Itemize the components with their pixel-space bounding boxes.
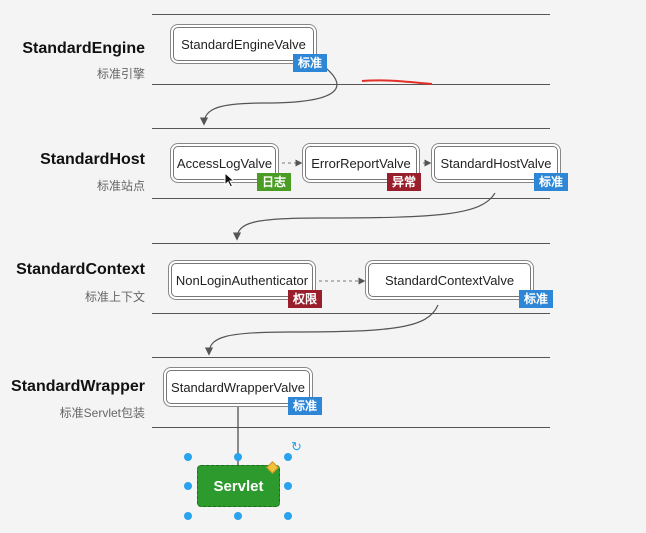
- badge-standard: 标准: [293, 54, 328, 72]
- badge-log: 日志: [257, 173, 292, 191]
- layer-subtitle-engine: 标准引擎: [96, 67, 145, 81]
- layer-subtitle-wrapper: 标准Servlet包装: [59, 406, 145, 420]
- layer-divider: [152, 84, 550, 85]
- layer-title-engine: StandardEngine: [22, 40, 145, 57]
- layer-divider: [152, 243, 550, 244]
- badge-standard: 标准: [519, 290, 554, 308]
- badge-permission: 权限: [288, 290, 323, 308]
- error-report-valve[interactable]: ErrorReportValve: [305, 146, 417, 180]
- badge-standard: 标准: [534, 173, 569, 191]
- resize-handle-ne[interactable]: [284, 453, 292, 461]
- resize-handle-n[interactable]: [234, 453, 242, 461]
- resize-handle-sw[interactable]: [184, 512, 192, 520]
- resize-handle-w[interactable]: [184, 482, 192, 490]
- standard-context-valve[interactable]: StandardContextValve: [368, 263, 531, 297]
- layer-divider: [152, 128, 550, 129]
- non-login-authenticator[interactable]: NonLoginAuthenticator: [171, 263, 313, 297]
- resize-handle-e[interactable]: [284, 482, 292, 490]
- resize-handle-nw[interactable]: [184, 453, 192, 461]
- resize-handle-se[interactable]: [284, 512, 292, 520]
- rotate-icon[interactable]: ↻: [291, 439, 302, 454]
- layer-divider: [152, 14, 550, 15]
- badge-standard: 标准: [288, 397, 323, 415]
- layer-divider: [152, 198, 550, 199]
- badge-error: 异常: [387, 173, 422, 191]
- layer-divider: [152, 357, 550, 358]
- layer-divider: [152, 313, 550, 314]
- layer-divider: [152, 427, 550, 428]
- layer-title-context: StandardContext: [16, 261, 145, 278]
- mouse-cursor-icon: [224, 172, 236, 188]
- standard-wrapper-valve[interactable]: StandardWrapperValve: [166, 370, 310, 404]
- layer-subtitle-host: 标准站点: [96, 179, 145, 193]
- servlet-node[interactable]: Servlet: [197, 465, 280, 507]
- standard-engine-valve[interactable]: StandardEngineValve: [173, 27, 314, 61]
- flow-host-to-context: [232, 192, 496, 241]
- layer-title-wrapper: StandardWrapper: [11, 378, 145, 395]
- layer-title-host: StandardHost: [40, 151, 145, 168]
- layer-subtitle-context: 标准上下文: [84, 290, 145, 304]
- resize-handle-s[interactable]: [234, 512, 242, 520]
